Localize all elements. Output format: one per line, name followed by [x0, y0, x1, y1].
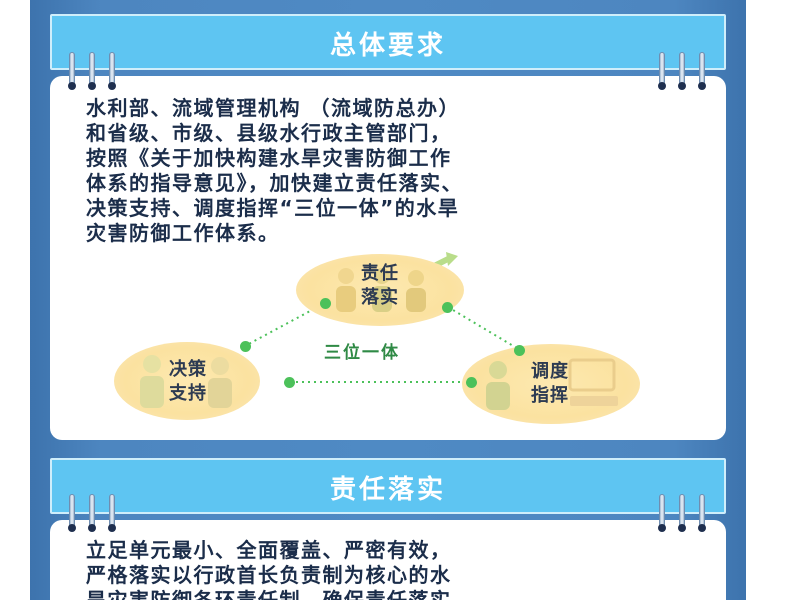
binder-ring-icon [68, 494, 76, 534]
paragraph-line: 严格落实以行政首长负责制为核心的水 [86, 563, 452, 587]
binder-ring-icon [698, 494, 706, 534]
binder-ring-icon [658, 494, 666, 534]
binder-ring-icon [658, 52, 666, 92]
section-title-responsibility: 责任落实 [329, 475, 446, 505]
binder-ring-icon [108, 494, 116, 534]
connector-dot [240, 341, 251, 352]
responsibility-paragraph: 立足单元最小、全面覆盖、严密有效， 严格落实以行政首长负责制为核心的水 旱灾害防… [86, 538, 696, 600]
trinity-diagram: 责任 落实 决策 支持 调度 指挥 [110, 250, 670, 430]
paragraph-line: 决策支持、调度指挥“三位一体”的水旱 [86, 196, 460, 220]
binder-ring-icon [698, 52, 706, 92]
connector-dot [320, 298, 331, 309]
binder-ring-icon [68, 52, 76, 92]
binder-ring-icon [678, 52, 686, 92]
arrow-head-icon [446, 252, 458, 266]
connector-dot [514, 345, 525, 356]
paragraph-line: 旱灾害防御各环责任制，确保责任落实 [86, 588, 452, 600]
section-banner-responsibility: 责任落实 [50, 458, 726, 514]
section-card-responsibility [50, 520, 726, 600]
section-title-overview: 总体要求 [329, 31, 446, 61]
binder-rings-left [68, 494, 128, 534]
connector-dot [284, 377, 295, 388]
paragraph-line: 按照《关于加快构建水旱灾害防御工作 [86, 146, 452, 170]
paragraph-line: 灾害防御工作体系。 [86, 221, 280, 245]
binder-rings-right [658, 52, 718, 92]
node-label: 决策 支持 [169, 359, 207, 404]
paragraph-line: 体系的指导意见》，加快建立责任落实、 [86, 171, 463, 195]
people-icon [486, 358, 618, 410]
binder-ring-icon [678, 494, 686, 534]
section-banner-overview: 总体要求 [50, 14, 726, 70]
node-dispatch-command: 调度 指挥 [462, 344, 640, 424]
binder-ring-icon [108, 52, 116, 92]
binder-ring-icon [88, 52, 96, 92]
people-icon [336, 268, 426, 312]
diagram-center-label: 三位一体 [324, 343, 400, 363]
node-label: 调度 指挥 [531, 361, 569, 406]
paragraph-line: 和省级、市级、县级水行政主管部门， [86, 121, 452, 145]
binder-rings-right [658, 494, 718, 534]
binder-ring-icon [88, 494, 96, 534]
connector-dot [442, 302, 453, 313]
paragraph-line: 立足单元最小、全面覆盖、严密有效， [86, 538, 452, 562]
node-label: 责任 落实 [361, 263, 399, 308]
connector-dot [466, 377, 477, 388]
connector-line [447, 306, 521, 351]
paragraph-line: 水利部、流域管理机构 （流域防总办） [86, 96, 460, 120]
node-responsibility: 责任 落实 [296, 254, 464, 326]
binder-rings-left [68, 52, 128, 92]
overview-paragraph: 水利部、流域管理机构 （流域防总办） 和省级、市级、县级水行政主管部门， 按照《… [86, 96, 696, 246]
people-icon [140, 355, 232, 408]
node-decision-support: 决策 支持 [114, 342, 260, 420]
